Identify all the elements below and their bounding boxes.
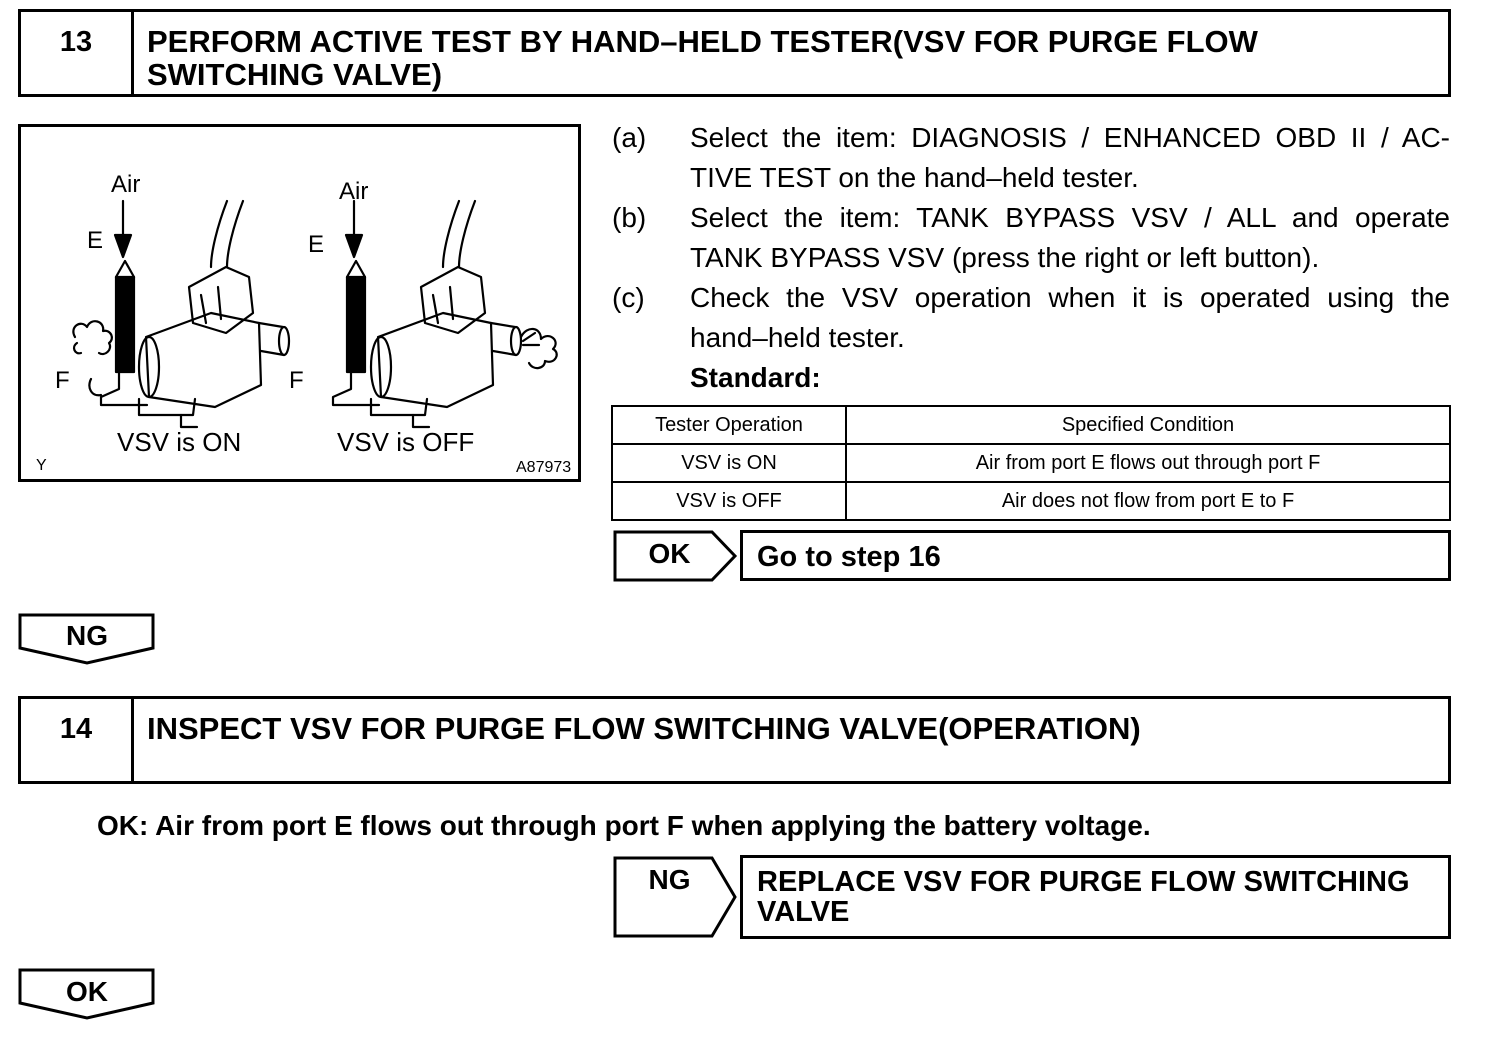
instruction-a: (a) Select the item: DIAGNOSIS / ENHANCE…	[612, 118, 1452, 198]
step-13-header: 13 PERFORM ACTIVE TEST BY HAND–HELD TEST…	[18, 9, 1451, 97]
table-header-row: Tester Operation Specified Condition	[611, 405, 1451, 445]
go-to-step-16-text: Go to step 16	[757, 541, 941, 573]
vsv-on-drawing	[72, 199, 291, 429]
ng-down-arrow-shape	[18, 613, 155, 665]
ok-down-arrow-shape	[18, 968, 155, 1020]
replace-text-line-1: REPLACE VSV FOR PURGE FLOW SWITCHING	[757, 866, 1410, 898]
instruction-c: (c) Check the VSV operation when it is o…	[612, 278, 1452, 358]
spec-table: Tester Operation Specified Condition VSV…	[611, 405, 1451, 521]
step-number: 13	[21, 12, 134, 94]
vsv-diagram-graphic	[72, 199, 558, 429]
instruction-line-2: TANK BYPASS VSV (press the right or left…	[690, 242, 1320, 273]
vsv-illustration: Air E F VSV is ON Air E F VSV is OFF Y A…	[18, 124, 581, 482]
step-title: INSPECT VSV FOR PURGE FLOW SWITCHING VAL…	[147, 711, 1141, 746]
ok-arrow-tag-shape	[613, 530, 738, 582]
go-to-step-16-box[interactable]: Go to step 16	[740, 530, 1451, 581]
left-port-f-label: F	[55, 367, 70, 394]
table-cell: VSV is OFF	[611, 481, 847, 521]
replace-vsv-box[interactable]: REPLACE VSV FOR PURGE FLOW SWITCHING VAL…	[740, 855, 1451, 939]
figure-id: A87973	[516, 459, 572, 476]
instruction-line-1: Select the item: DIAGNOSIS / ENHANCED OB…	[690, 122, 1450, 153]
left-port-e-label: E	[87, 227, 104, 254]
step-14-header: 14 INSPECT VSV FOR PURGE FLOW SWITCHING …	[18, 696, 1451, 784]
instruction-line-1: Check the VSV operation when it is opera…	[690, 282, 1450, 313]
ng-tag-label: NG	[648, 864, 691, 895]
ng-arrow-tag-shape	[613, 856, 737, 938]
ok-tag-label: OK	[648, 538, 691, 569]
ok-condition-text: OK: Air from port E flows out through po…	[97, 810, 1151, 841]
right-caption-vsv-off: VSV is OFF	[337, 427, 475, 457]
table-cell: Air from port E flows out through port F	[845, 443, 1451, 483]
vsv-off-drawing	[331, 199, 558, 429]
instruction-tag: (a)	[612, 122, 647, 153]
ng-arrow-label: NG	[66, 620, 108, 651]
ok-arrow-label: OK	[66, 976, 108, 1007]
instruction-tag: (c)	[612, 282, 645, 313]
replace-text-line-2: VALVE	[757, 896, 850, 928]
table-cell: VSV is ON	[611, 443, 847, 483]
table-row: VSV is OFF Air does not flow from port E…	[611, 481, 1451, 521]
left-air-label: Air	[111, 171, 141, 198]
instruction-line-2: hand–held tester.	[690, 322, 905, 353]
right-air-label: Air	[339, 178, 369, 205]
table-header-cell: Tester Operation	[611, 405, 847, 445]
figure-corner-mark: Y	[36, 457, 47, 474]
step-title-line-1: PERFORM ACTIVE TEST BY HAND–HELD TESTER(…	[147, 24, 1258, 59]
instruction-line-2: TIVE TEST on the hand–held tester.	[690, 162, 1139, 193]
step-title: PERFORM ACTIVE TEST BY HAND–HELD TESTER(…	[134, 12, 1448, 94]
step-title-line-2: SWITCHING VALVE)	[147, 57, 443, 92]
table-header-cell: Specified Condition	[845, 405, 1451, 445]
right-port-e-label: E	[308, 231, 325, 258]
step-number: 14	[21, 699, 134, 781]
instruction-tag: (b)	[612, 202, 647, 233]
table-row: VSV is ON Air from port E flows out thro…	[611, 443, 1451, 483]
right-port-f-label: F	[289, 367, 304, 394]
left-caption-vsv-on: VSV is ON	[117, 427, 242, 457]
table-cell: Air does not flow from port E to F	[845, 481, 1451, 521]
standard-label: Standard:	[690, 362, 821, 393]
instruction-line-1: Select the item: TANK BYPASS VSV / ALL a…	[690, 202, 1450, 233]
instruction-b: (b) Select the item: TANK BYPASS VSV / A…	[612, 198, 1452, 278]
